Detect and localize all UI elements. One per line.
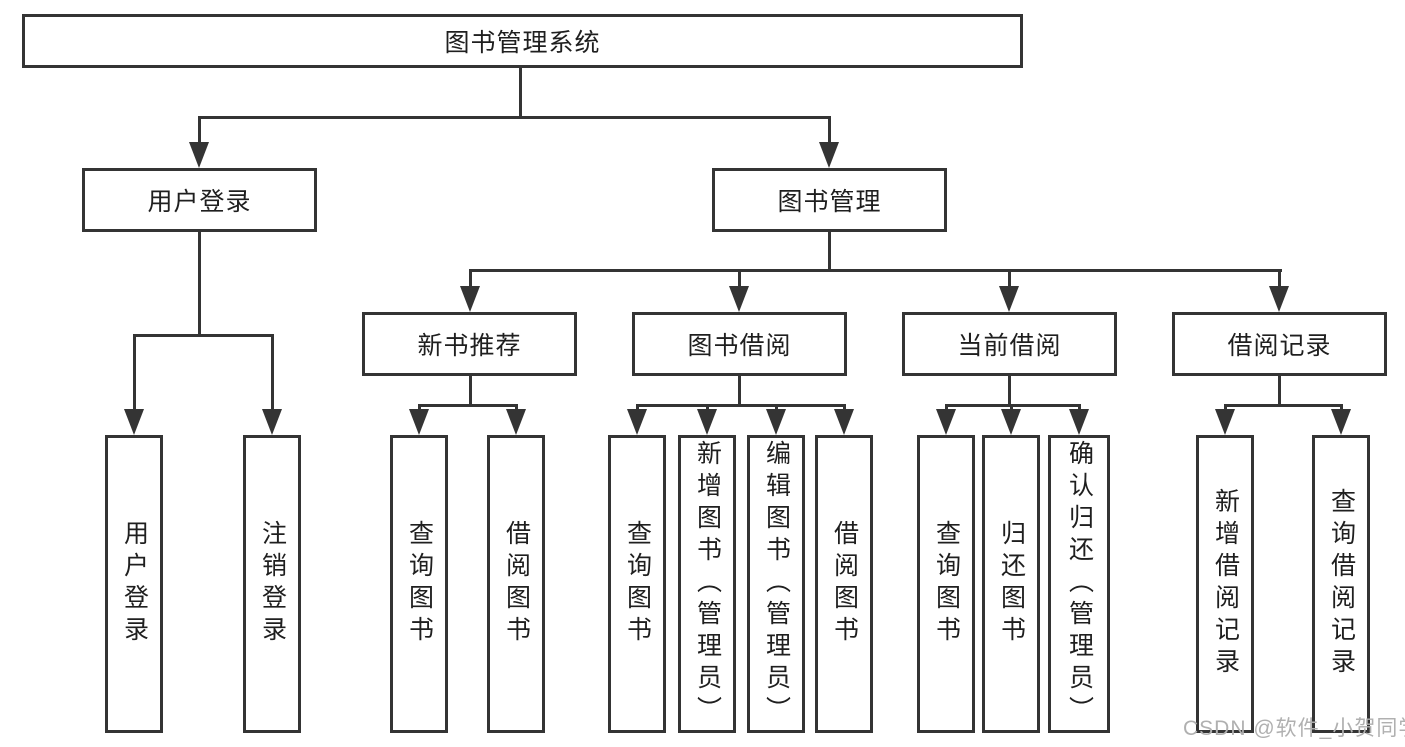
connector-records-stem (1277, 373, 1281, 406)
arrowhead-to-current-borrowing (999, 286, 1019, 312)
connector-to-book-management (827, 115, 831, 149)
arrowhead-to-borrowing-records (1269, 286, 1289, 312)
leaf-logout: 注销登录 (243, 435, 301, 733)
node-new-book-recommendation: 新书推荐 (362, 312, 577, 376)
connector-recommend-stem (468, 373, 472, 406)
csdn-watermark: CSDN @软件_小贺同学 (1183, 717, 1405, 740)
arrowhead-to-leaf-return-book (1001, 409, 1021, 435)
connector-borrowing-bar (635, 403, 846, 407)
arrowhead-to-book-management (819, 142, 839, 168)
arrowhead-to-leaf-logout (262, 409, 282, 435)
arrowhead-to-leaf-user-login (124, 409, 144, 435)
arrowhead-to-leaf-add-borrow-record (1215, 409, 1235, 435)
arrowhead-to-leaf-borrow-books-recommend (506, 409, 526, 435)
node-user-login: 用户登录 (82, 168, 317, 232)
leaf-query-books-borrowing: 查询图书 (608, 435, 666, 733)
connector-borrowing-stem (737, 373, 741, 406)
connector-to-user-login (197, 115, 201, 149)
leaf-edit-book-admin: 编辑图书（管理员） (747, 435, 805, 733)
arrowhead-to-leaf-query-books-current (936, 409, 956, 435)
arrowhead-to-leaf-query-books-recommend (409, 409, 429, 435)
connector-book-management-stem (827, 229, 831, 271)
arrowhead-to-leaf-query-books-borrowing (627, 409, 647, 435)
connector-to-new-book-recommendation (468, 268, 472, 291)
arrowhead-to-new-book-recommendation (460, 286, 480, 312)
connector-current-stem (1007, 373, 1011, 406)
node-borrowing-records: 借阅记录 (1172, 312, 1387, 376)
connector-user-login-stem (197, 229, 201, 336)
connector-book-management-bar (468, 268, 1282, 272)
connector-records-bar (1223, 403, 1343, 407)
connector-to-leaf-user-login (132, 333, 136, 416)
arrowhead-to-leaf-borrow-books-borrowing (834, 409, 854, 435)
leaf-return-book: 归还图书 (982, 435, 1040, 733)
connector-root-stem (518, 66, 522, 117)
connector-to-book-borrowing (737, 268, 741, 291)
connector-user-login-bar (132, 333, 274, 337)
node-current-borrowing: 当前借阅 (902, 312, 1117, 376)
leaf-confirm-return-admin: 确认归还（管理员） (1048, 435, 1110, 733)
arrowhead-to-user-login (189, 142, 209, 168)
leaf-borrow-books-recommend: 借阅图书 (487, 435, 545, 733)
connector-root-bar (197, 115, 831, 119)
leaf-user-login: 用户登录 (105, 435, 163, 733)
node-book-borrowing: 图书借阅 (632, 312, 847, 376)
leaf-query-books-recommend: 查询图书 (390, 435, 448, 733)
leaf-add-book-admin: 新增图书（管理员） (678, 435, 736, 733)
connector-current-bar (944, 403, 1081, 407)
connector-to-current-borrowing (1007, 268, 1011, 291)
node-book-management: 图书管理 (712, 168, 947, 232)
connector-recommend-bar (417, 403, 518, 407)
leaf-query-borrow-record: 查询借阅记录 (1312, 435, 1370, 733)
leaf-add-borrow-record: 新增借阅记录 (1196, 435, 1254, 733)
connector-to-borrowing-records (1277, 268, 1281, 291)
connector-to-leaf-logout (270, 333, 274, 416)
arrowhead-to-leaf-query-borrow-record (1331, 409, 1351, 435)
arrowhead-to-book-borrowing (729, 286, 749, 312)
arrowhead-to-leaf-confirm-return (1069, 409, 1089, 435)
arrowhead-to-leaf-add-book (697, 409, 717, 435)
node-root-library-system: 图书管理系统 (22, 14, 1023, 68)
arrowhead-to-leaf-edit-book (766, 409, 786, 435)
leaf-query-books-current: 查询图书 (917, 435, 975, 733)
leaf-borrow-books-borrowing: 借阅图书 (815, 435, 873, 733)
